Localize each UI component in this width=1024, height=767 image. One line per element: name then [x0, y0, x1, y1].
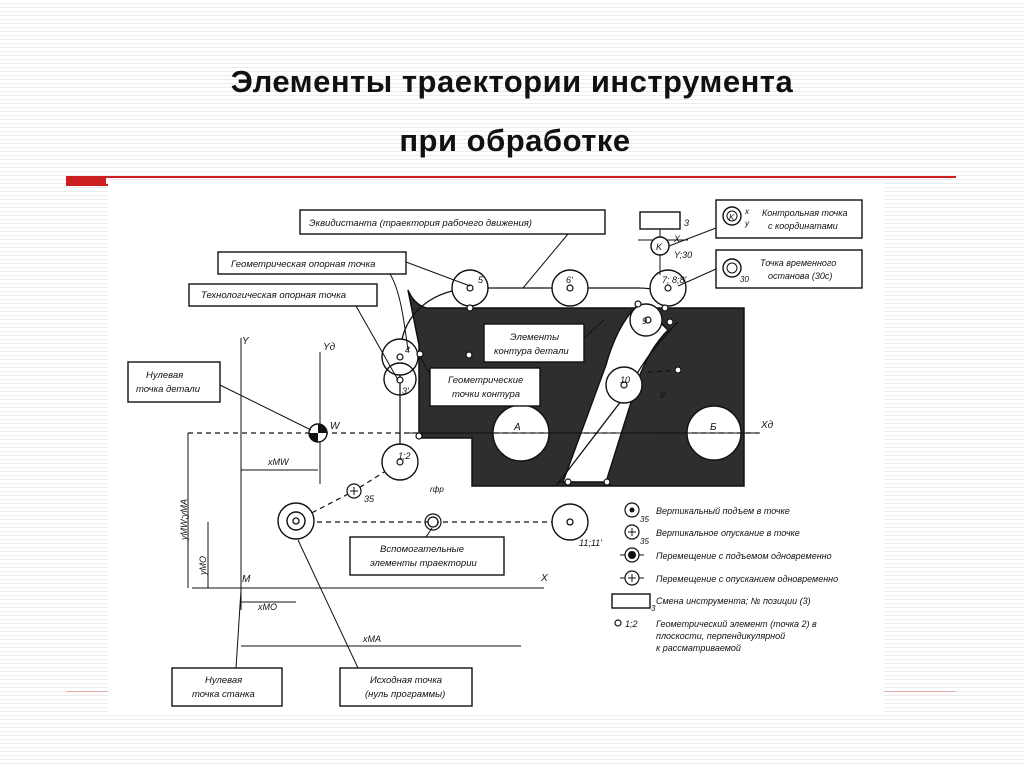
label-p78: 7; 8;8': [662, 275, 687, 285]
legend-sym-6: 1;2: [625, 619, 638, 629]
label-pb: Б: [710, 422, 717, 433]
label-p6: 6': [566, 275, 573, 285]
slide-title-line1: Элементы траектории инструмента: [230, 64, 794, 99]
label-x: X: [540, 573, 548, 584]
label-y: Y: [242, 336, 250, 347]
callout-start-point-l1: Исходная точка: [370, 675, 442, 686]
label-p1111: 11;11': [579, 538, 602, 548]
legend-text-2: Вертикальное опускание в точке: [656, 528, 800, 538]
callout-dwell-point-l1: Точка временного: [760, 258, 836, 268]
label-kx: x: [744, 207, 750, 216]
legend-sym-1: 35: [640, 515, 649, 524]
legend-text-5: Смена инструмента; № позиции (3): [656, 596, 811, 606]
title-underline: [66, 176, 956, 178]
label-xmo: xMO: [257, 602, 277, 612]
label-p35: 35: [364, 494, 375, 504]
legend-text-7: плоскости, перпендикулярной: [656, 631, 785, 641]
legend-text-6: Геометрический элемент (точка 2) в: [656, 619, 817, 629]
callout-geom-ref-point: Геометрическая опорная точка: [231, 259, 375, 270]
callout-machine-zero-l2: точка станка: [192, 689, 255, 700]
label-ky: y: [744, 219, 750, 228]
label-xmw: xMW: [267, 457, 290, 467]
legend-text-1: Вертикальный подъем в точке: [656, 506, 790, 516]
label-xd: Xд: [760, 420, 774, 431]
label-k: K: [656, 242, 663, 252]
label-p12: 1;2: [398, 451, 411, 461]
label-k2: K: [729, 213, 735, 222]
legend-sym-5: 3: [651, 604, 656, 613]
label-yd: Yд: [323, 342, 336, 353]
part-zero-symbol: [308, 423, 328, 443]
callout-part-zero-l1: Нулевая: [146, 370, 183, 381]
callout-contour-elements-l2: контура детали: [494, 346, 569, 357]
slide-title-line2: при обработке: [399, 123, 631, 158]
label-p9: 9: [642, 316, 647, 326]
label-xy30: Y;30: [674, 250, 692, 260]
label-p10: 10: [620, 375, 630, 385]
legend-text-4: Перемещение с опусканием одновременно: [656, 574, 838, 584]
label-p3: 3': [402, 386, 409, 396]
callout-contour-points-l2: точки контура: [452, 389, 520, 400]
label-box3: 3: [684, 218, 689, 228]
callout-aux-elements-l1: Вспомогательные: [380, 544, 464, 555]
label-p5: 5: [478, 275, 484, 285]
title-accent-block: [66, 176, 106, 186]
callout-contour-points-l1: Геометрические: [448, 375, 523, 386]
callout-equidistant: Эквидистанта (траектория рабочего движен…: [309, 218, 532, 229]
label-pa: А: [513, 422, 521, 433]
callout-control-point-l2: с координатами: [768, 221, 838, 231]
callout-tech-ref-point: Технологическая опорная точка: [201, 290, 346, 301]
callout-aux-elements-l2: элементы траектории: [370, 558, 477, 569]
legend-text-3: Перемещение с подъемом одновременно: [656, 551, 832, 561]
legend-sym-2: 35: [640, 537, 649, 546]
label-ymo: yMO: [198, 556, 208, 576]
descent-marker-35: [346, 483, 362, 499]
label-rfr: rфр: [430, 485, 444, 494]
label-ymw-yma: yMW;yMA: [179, 499, 189, 541]
callout-dwell-point-l2: останова (30с): [768, 271, 832, 281]
callout-control-point-l1: Контрольная точка: [762, 208, 847, 218]
callout-contour-elements-l1: Элементы: [510, 332, 559, 343]
legend-text-8: к рассматриваемой: [656, 643, 741, 653]
legend: 35 Вертикальный подъем в точке 35 Вертик…: [611, 502, 838, 653]
callout-part-zero-l2: точка детали: [136, 384, 201, 395]
label-xtop: X: [673, 234, 681, 244]
label-n30: 30: [740, 275, 749, 284]
label-w: W: [330, 421, 341, 432]
label-p9b: 9': [660, 390, 667, 400]
label-xma: xMA: [362, 634, 381, 644]
toolpath-diagram: Y Yд X Xд W M xMW xMO xMA yMW;yMA yMO rф…: [108, 180, 884, 712]
callout-start-point-l2: (нуль программы): [365, 689, 445, 700]
label-m: M: [242, 574, 251, 585]
callout-machine-zero-l1: Нулевая: [205, 675, 242, 686]
